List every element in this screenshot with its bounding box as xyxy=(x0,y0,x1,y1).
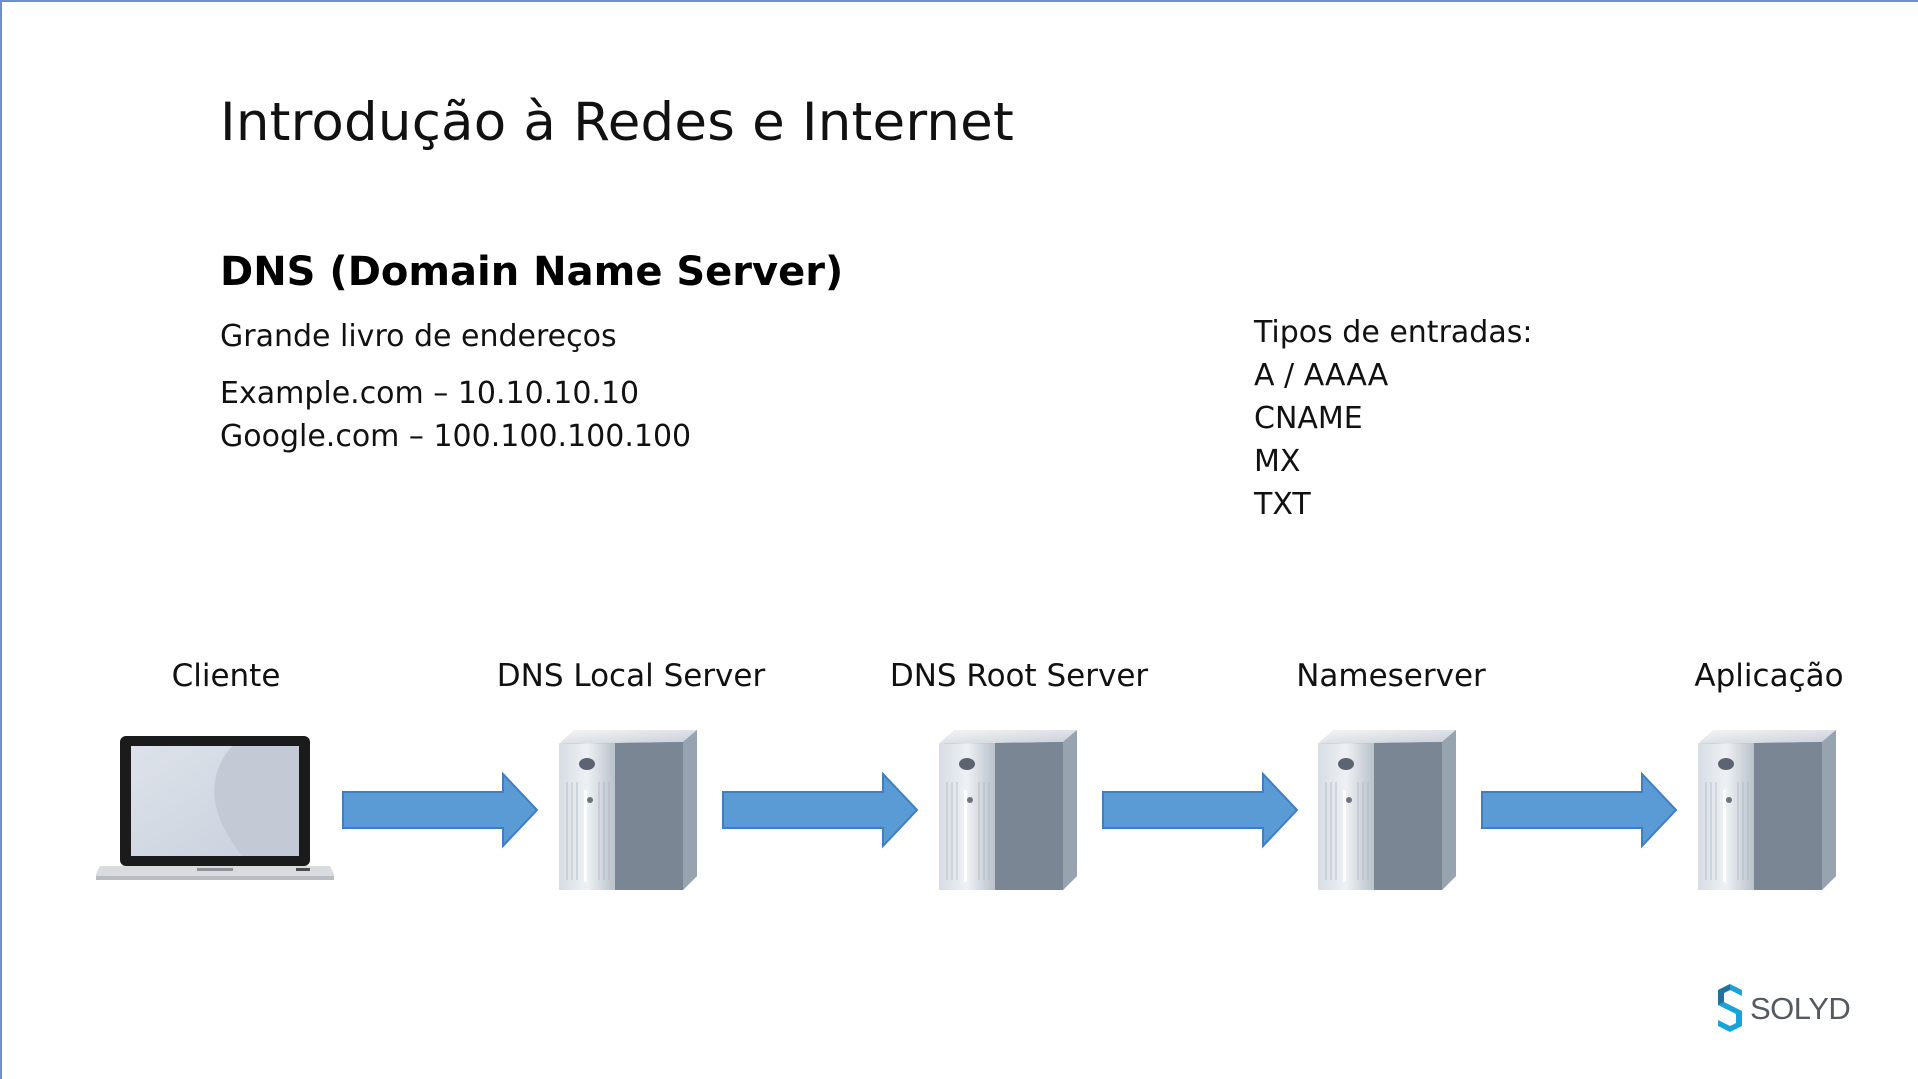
slide-description: Grande livro de endereços xyxy=(220,319,617,354)
dns-record: Example.com – 10.10.10.10 xyxy=(220,376,640,411)
dns-record: Google.com – 100.100.100.100 xyxy=(220,419,692,454)
slide-subtitle: DNS (Domain Name Server) xyxy=(220,249,844,295)
node-label-nameserver: Nameserver xyxy=(1296,658,1486,694)
node-label-cliente: Cliente xyxy=(171,658,281,694)
server-icon xyxy=(1317,729,1457,891)
node-label-aplicacao: Aplicação xyxy=(1694,658,1844,694)
record-type-item: MX xyxy=(1254,444,1301,479)
record-types-heading: Tipos de entradas: xyxy=(1254,315,1533,350)
node-label-dns-root-server: DNS Root Server xyxy=(889,658,1149,694)
record-type-item: CNAME xyxy=(1254,401,1363,436)
server-icon xyxy=(938,729,1078,891)
arrow-icon xyxy=(342,773,538,847)
node-label-dns-local-server: DNS Local Server xyxy=(496,658,766,694)
dns-records-list: Example.com – 10.10.10.10 Google.com – 1… xyxy=(220,372,691,458)
arrow-icon xyxy=(1481,773,1677,847)
solyd-logo-icon xyxy=(1718,984,1742,1032)
brand-name: SOLYD xyxy=(1750,991,1851,1026)
server-icon xyxy=(1697,729,1837,891)
record-types-list: Tipos de entradas: A / AAAA CNAME MX TXT xyxy=(1254,311,1532,526)
arrow-icon xyxy=(722,773,918,847)
arrow-icon xyxy=(1102,773,1298,847)
laptop-icon xyxy=(96,736,334,880)
slide-title: Introdução à Redes e Internet xyxy=(220,92,1014,153)
record-type-item: TXT xyxy=(1254,487,1311,522)
record-type-item: A / AAAA xyxy=(1254,358,1389,393)
server-icon xyxy=(558,729,698,891)
